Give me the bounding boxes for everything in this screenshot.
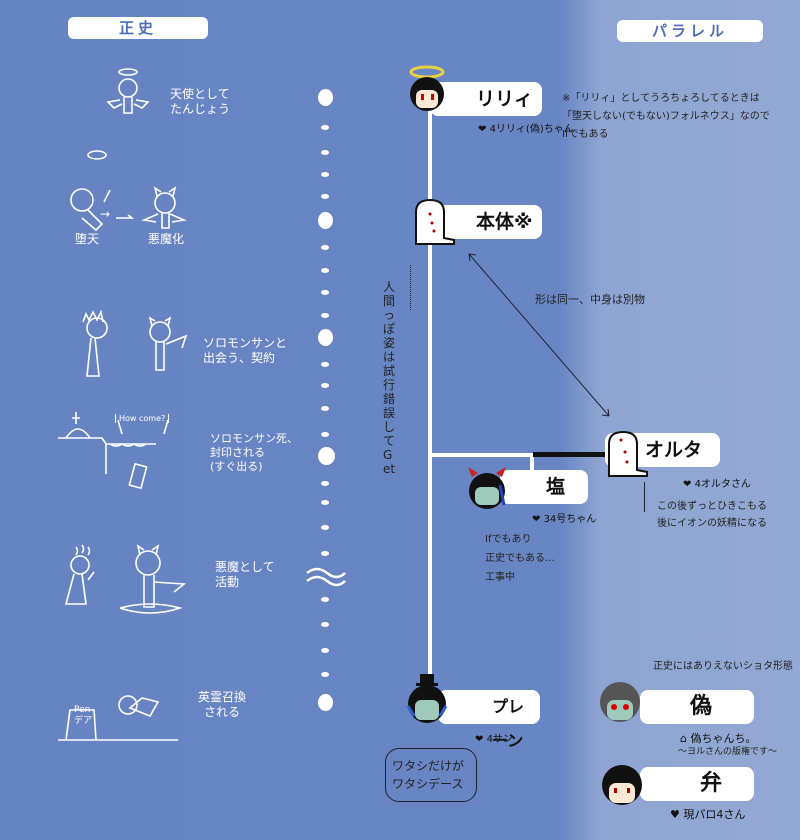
canon-header: 正史 — [68, 17, 208, 39]
body-name: 本体※ — [430, 205, 542, 239]
ben-name: 弁 — [640, 767, 754, 801]
how-come-bubble: How come? — [115, 414, 170, 423]
event-contract: ソロモンサンと 出会う、契約 — [203, 336, 288, 365]
shio-avatar — [468, 467, 506, 509]
nise-note-top: 正史にはありえないショタ形態 — [653, 661, 793, 672]
event-devil-activity: 悪魔として 活動 — [215, 560, 275, 589]
lily-avatar — [409, 65, 445, 111]
devil-icon — [141, 186, 187, 229]
time-skip-wave-icon — [306, 567, 346, 587]
double-arrow-icon — [468, 253, 610, 417]
nise-name: 偽 — [640, 690, 754, 724]
orta-author: ❤ 4オルタさん — [683, 479, 751, 490]
heart-icon: ♥ — [670, 808, 684, 821]
arrow-label: 形は同一、中身は別物 — [535, 293, 645, 306]
shio-note: Ifでもあり 正史でもある… 工事中 — [485, 534, 555, 583]
lily-author: ❤ 4リリィ(偽)ちゃん — [478, 124, 574, 135]
branch-line — [428, 453, 533, 457]
grave-icon — [58, 412, 169, 490]
devil-active-icon — [119, 544, 187, 614]
lily-name: リリィ — [430, 82, 542, 116]
orta-name: オルタ — [605, 433, 720, 467]
dotted-arrow — [410, 265, 411, 310]
body-ghost-avatar — [415, 198, 455, 245]
ben-avatar — [602, 765, 642, 805]
cooking-figure-icon — [64, 544, 95, 605]
event-sealed: ソロモンサン死、 封印される (すぐ出る) — [210, 432, 298, 473]
event-summoned: 英霊召換 される — [198, 690, 247, 719]
orta-note: この後ずっとひきこもる 後にイオンの妖精になる — [657, 501, 767, 529]
shio-author: ❤ 34号ちゃん — [532, 514, 597, 525]
vertical-note: 人間っぽ姿は試行錯誤してGet — [383, 280, 396, 476]
angel-icon — [106, 68, 150, 114]
event-devilify-label: 悪魔化 — [148, 232, 185, 246]
event-birth: 天使として たんじょう — [170, 87, 231, 116]
event-fall-label: 堕天 — [75, 232, 100, 246]
branch-drop — [530, 453, 534, 473]
character-timeline — [428, 100, 432, 690]
plain-speech-bubble: ワタシだけが ワタシデース — [385, 748, 477, 802]
ben-author: ♥ 現パロ4さん — [670, 808, 746, 821]
heart-icon: ❤ — [532, 514, 544, 525]
orta-ghost-avatar — [608, 430, 648, 477]
devil-icon-2 — [148, 316, 188, 371]
canon-sketches — [58, 68, 188, 741]
heart-icon: ❤ — [683, 479, 695, 490]
orta-link-line — [533, 452, 608, 457]
fallen-angel-icon — [70, 150, 135, 232]
home-icon: ⌂ — [680, 732, 691, 745]
heart-icon: ❤ — [475, 734, 487, 745]
plain-author: ❤ 4サン — [475, 734, 513, 745]
parallel-header: パラレル — [617, 20, 763, 42]
plain-name: プレーン — [438, 690, 540, 750]
summon-icon — [58, 695, 178, 741]
solomon-icon — [82, 309, 108, 377]
nise-note-bottom: 〜ヨルさんの版権です〜 — [678, 747, 778, 757]
nise-avatar — [600, 682, 640, 722]
sign-text: Pen デア — [74, 705, 93, 726]
arrow-icon: → — [100, 207, 111, 221]
shio-name: 塩 — [500, 470, 588, 504]
plain-avatar — [406, 674, 448, 723]
down-arrow-icon — [644, 482, 645, 512]
lily-note: ※「リリィ」としてうろちょろしてるときは 「堕天しない(でもない)フォルネウス」… — [562, 93, 770, 140]
heart-icon: ❤ — [478, 124, 490, 135]
nise-author: ⌂ 偽ちゃんち。 — [680, 732, 757, 745]
